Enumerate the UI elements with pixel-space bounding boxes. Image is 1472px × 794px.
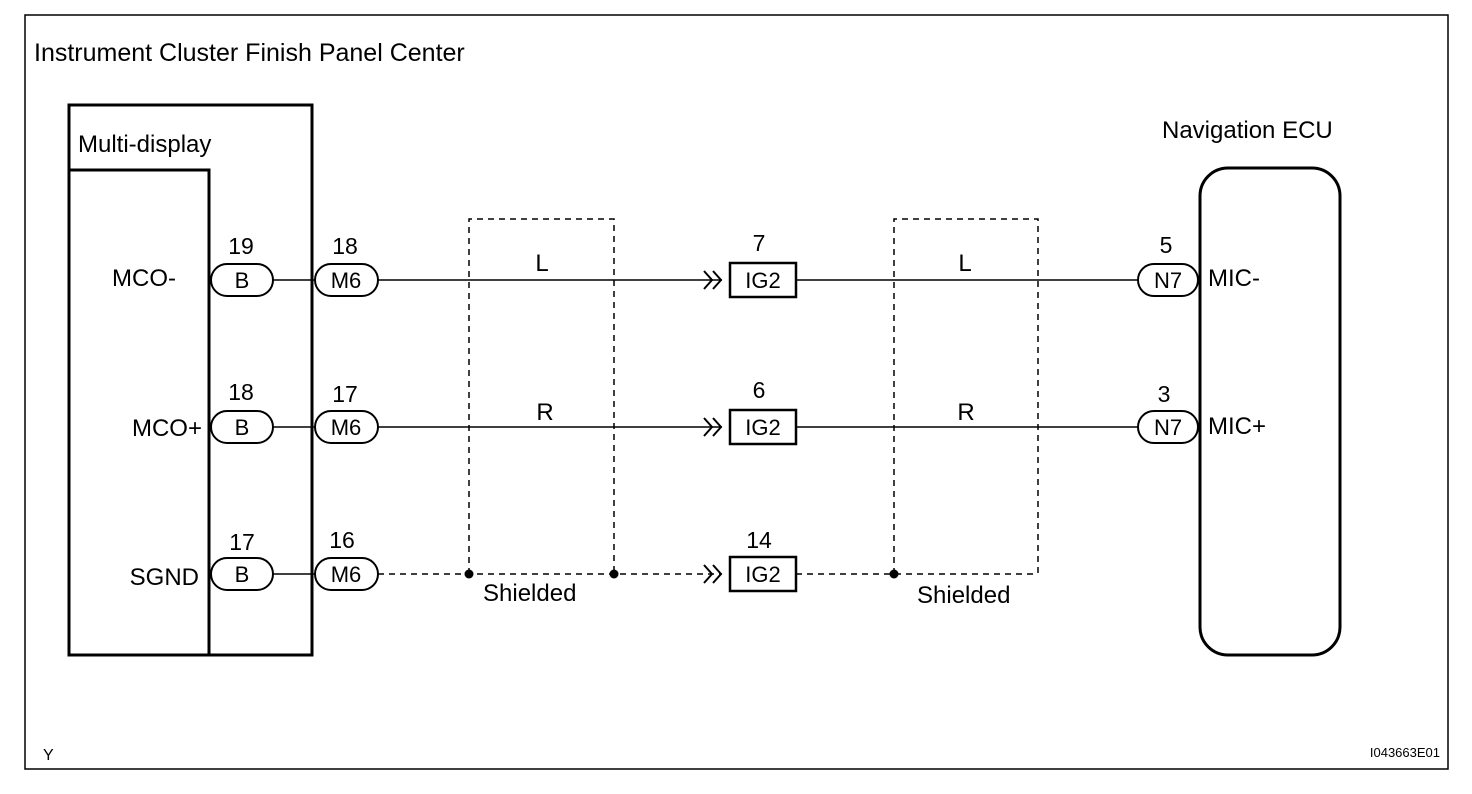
pin-number: 17 bbox=[229, 529, 255, 555]
connector-code: M6 bbox=[331, 562, 362, 587]
pin-number: 17 bbox=[332, 381, 358, 407]
pin-number: 3 bbox=[1158, 381, 1171, 407]
shield-right-boundary bbox=[893, 218, 1039, 574]
navigation-ecu-outline bbox=[1198, 166, 1342, 657]
splice-point bbox=[609, 569, 619, 579]
wire-color-label: L bbox=[958, 250, 971, 277]
multi-display-label: Multi-display bbox=[78, 131, 211, 158]
connector-code: B bbox=[235, 415, 250, 440]
junction-chevron-icon bbox=[703, 417, 714, 437]
shield-left: Shielded bbox=[468, 218, 615, 607]
pin-number: 19 bbox=[228, 233, 254, 259]
connector-code: IG2 bbox=[745, 562, 780, 587]
connector-code: N7 bbox=[1154, 268, 1182, 293]
connector-code: IG2 bbox=[745, 415, 780, 440]
junction-chevron-icon bbox=[703, 564, 714, 584]
connector-m6 bbox=[314, 410, 379, 444]
pin-number: 16 bbox=[329, 527, 355, 553]
connector-code: IG2 bbox=[745, 268, 780, 293]
junction-ig2 bbox=[728, 261, 798, 299]
wire-row-mco-minus: MCO- 19 B 18 M6 L 7 IG2 L 5 N7 MIC- bbox=[112, 230, 1260, 299]
wire-color-label: L bbox=[535, 250, 548, 277]
connector-m6 bbox=[314, 263, 379, 297]
connector-b bbox=[210, 557, 274, 591]
multi-display-component: Multi-display bbox=[67, 103, 314, 657]
connector-n7 bbox=[1137, 263, 1199, 297]
shield-right-label: Shielded bbox=[917, 582, 1010, 609]
connector-b bbox=[210, 410, 274, 444]
wire-color-label: R bbox=[957, 399, 974, 426]
pin-number: 18 bbox=[332, 233, 358, 259]
shield-left-label: Shielded bbox=[483, 580, 576, 607]
pin-number: 6 bbox=[753, 377, 766, 403]
junction-chevron-icon bbox=[712, 270, 723, 290]
connector-code: N7 bbox=[1154, 415, 1182, 440]
navigation-ecu-label: Navigation ECU bbox=[1162, 117, 1333, 144]
shield-right: Shielded bbox=[893, 218, 1039, 609]
connector-code: M6 bbox=[331, 415, 362, 440]
wire-row-mco-plus: MCO+ 18 B 17 M6 R 6 IG2 R 3 N7 MIC+ bbox=[132, 377, 1266, 446]
terminal-label-right: MIC+ bbox=[1208, 413, 1266, 440]
footer-code-left: Y bbox=[43, 747, 54, 764]
diagram-title: Instrument Cluster Finish Panel Center bbox=[34, 39, 465, 67]
junction-chevron-icon bbox=[712, 564, 723, 584]
pin-number: 7 bbox=[753, 230, 766, 256]
pin-number: 14 bbox=[746, 527, 772, 553]
footer-figure-id: I043663E01 bbox=[1370, 745, 1440, 760]
multi-display-outline bbox=[67, 103, 314, 657]
wire-color-label: R bbox=[536, 399, 553, 426]
connector-code: B bbox=[235, 268, 250, 293]
wire-row-sgnd: SGND 17 B 16 M6 14 IG2 bbox=[130, 527, 1038, 593]
pin-number: 18 bbox=[228, 379, 254, 405]
terminal-label-right: MIC- bbox=[1208, 265, 1260, 292]
terminal-label-left: MCO+ bbox=[132, 415, 202, 442]
connector-n7 bbox=[1137, 410, 1199, 444]
pin-number: 5 bbox=[1160, 232, 1173, 258]
splice-point bbox=[889, 569, 899, 579]
diagram-frame bbox=[24, 14, 1449, 770]
terminal-label-left: SGND bbox=[130, 564, 199, 591]
navigation-ecu-component: Navigation ECU bbox=[1162, 117, 1342, 657]
connector-b bbox=[210, 263, 274, 297]
splice-point bbox=[464, 569, 474, 579]
junction-ig2 bbox=[728, 408, 798, 446]
junction-ig2 bbox=[728, 555, 798, 593]
connector-m6 bbox=[314, 557, 379, 591]
connector-code: B bbox=[235, 562, 250, 587]
junction-chevron-icon bbox=[712, 417, 723, 437]
connector-code: M6 bbox=[331, 268, 362, 293]
multi-display-inner-outline bbox=[69, 168, 211, 655]
terminal-label-left: MCO- bbox=[112, 265, 176, 292]
shield-left-boundary bbox=[468, 218, 615, 574]
junction-chevron-icon bbox=[703, 270, 714, 290]
